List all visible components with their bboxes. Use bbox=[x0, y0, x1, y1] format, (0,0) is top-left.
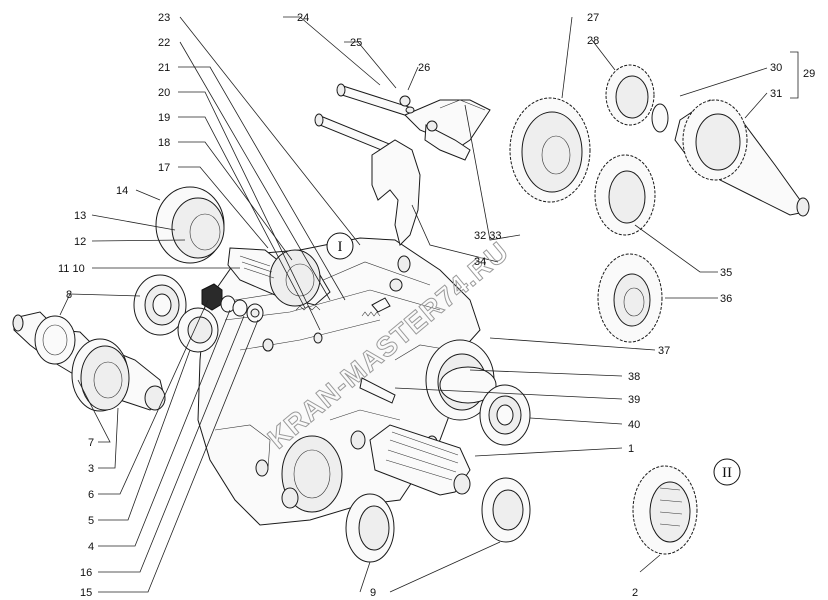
label-30: 30 bbox=[770, 62, 782, 74]
label-7: 7 bbox=[88, 437, 94, 449]
bearings-and-washers bbox=[133, 274, 264, 353]
label-34: 34 bbox=[474, 256, 486, 268]
label-26: 26 bbox=[418, 62, 430, 74]
detail-circle-ii bbox=[713, 458, 741, 486]
label-18: 18 bbox=[158, 137, 170, 149]
label-12: 12 bbox=[74, 236, 86, 248]
label-16: 16 bbox=[80, 567, 92, 579]
input-shaft-assembly bbox=[12, 311, 166, 412]
label-6: 6 bbox=[88, 489, 94, 501]
gear-cluster bbox=[509, 64, 810, 343]
output-bearings bbox=[425, 339, 531, 446]
label-38: 38 bbox=[628, 371, 640, 383]
label-31: 31 bbox=[770, 88, 782, 100]
detail-circle-i bbox=[326, 232, 354, 260]
label-1: 1 bbox=[628, 443, 634, 455]
label-13: 13 bbox=[74, 210, 86, 222]
label-36: 36 bbox=[720, 293, 732, 305]
leader-lines bbox=[59, 16, 799, 593]
label-24: 24 bbox=[297, 12, 309, 24]
label-3: 3 bbox=[88, 463, 94, 475]
label-14: 14 bbox=[116, 185, 128, 197]
label-4: 4 bbox=[88, 541, 94, 553]
label-21: 21 bbox=[158, 62, 170, 74]
label-20: 20 bbox=[158, 87, 170, 99]
label-32-33: 32 33 bbox=[474, 230, 502, 242]
label-29: 29 bbox=[803, 68, 815, 80]
label-17: 17 bbox=[158, 162, 170, 174]
label-27: 27 bbox=[587, 12, 599, 24]
intermediate-shaft-assembly bbox=[155, 186, 331, 307]
label-5: 5 bbox=[88, 515, 94, 527]
output-shaft bbox=[345, 424, 531, 563]
roman-i: I bbox=[338, 239, 343, 255]
label-19: 19 bbox=[158, 112, 170, 124]
label-39: 39 bbox=[628, 394, 640, 406]
label-2: 2 bbox=[632, 587, 638, 599]
detent-springs-and-pins bbox=[295, 278, 403, 404]
label-11-10: 11 10 bbox=[58, 263, 85, 275]
label-8: 8 bbox=[66, 289, 72, 301]
label-40: 40 bbox=[628, 419, 640, 431]
label-35: 35 bbox=[720, 267, 732, 279]
label-15: 15 bbox=[80, 587, 92, 599]
shift-rods-and-forks bbox=[314, 83, 491, 246]
gear-detail-2 bbox=[632, 465, 698, 555]
label-23: 23 bbox=[158, 12, 170, 24]
label-25: 25 bbox=[350, 37, 362, 49]
label-22: 22 bbox=[158, 37, 170, 49]
label-37: 37 bbox=[658, 345, 670, 357]
part-labels: 23 22 21 20 19 18 17 14 13 12 11 10 8 7 … bbox=[58, 12, 815, 599]
label-9: 9 bbox=[370, 587, 376, 599]
label-28: 28 bbox=[587, 35, 599, 47]
roman-ii: II bbox=[722, 465, 732, 481]
